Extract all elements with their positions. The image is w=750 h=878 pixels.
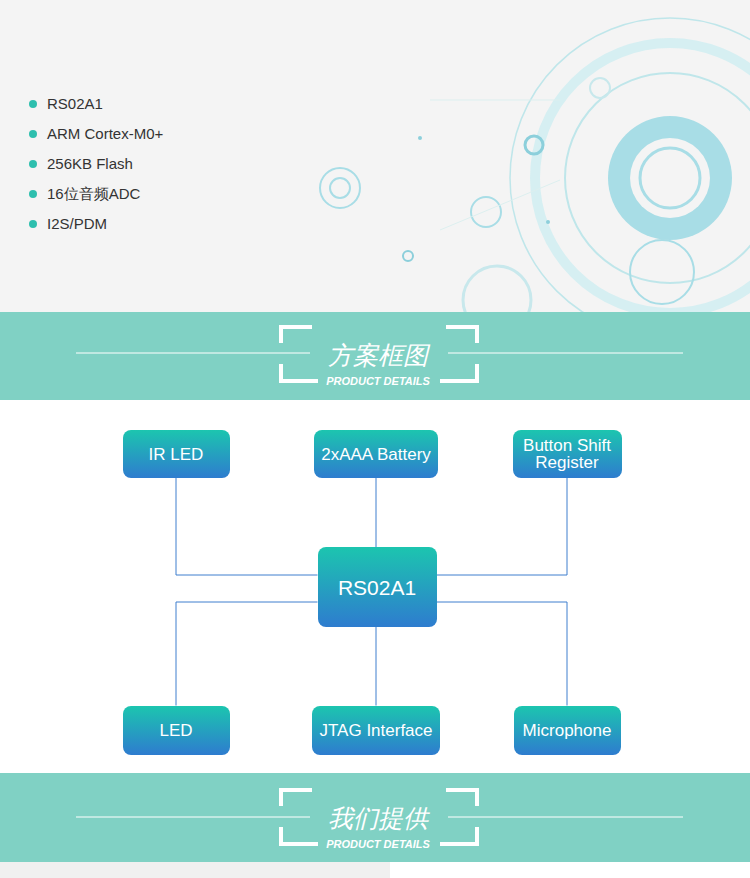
bottom-ground xyxy=(0,862,390,878)
connector xyxy=(437,602,568,706)
connector xyxy=(437,478,568,575)
component-box: JTAG Interface xyxy=(312,706,440,755)
heading-subtitle: PRODUCT DETAILS xyxy=(322,838,434,851)
component-box: 2xAAA Battery xyxy=(314,430,438,478)
component-box: Microphone xyxy=(514,706,621,755)
heading-band xyxy=(0,773,750,862)
component-box: IR LED xyxy=(123,430,230,478)
connector xyxy=(176,478,318,575)
box-label: RS02A1 xyxy=(338,577,416,598)
component-box: LED xyxy=(123,706,230,755)
heading-brackets xyxy=(76,327,683,844)
box-label: 2xAAA Battery xyxy=(321,446,431,463)
connector xyxy=(376,478,377,547)
connector xyxy=(176,602,318,706)
feature-item: 16位音频ADC xyxy=(47,185,140,203)
section-heading: 我们提供 xyxy=(328,803,428,833)
feature-item: RS02A1 xyxy=(47,95,103,113)
component-box: Button Shift Register xyxy=(513,430,622,478)
heading-band xyxy=(0,312,750,400)
box-label: Button Shift Register xyxy=(519,437,616,471)
box-label: Microphone xyxy=(523,722,612,739)
connector xyxy=(376,627,377,706)
bullet-dots xyxy=(29,100,37,228)
mcu-box: RS02A1 xyxy=(318,547,437,627)
heading-subtitle: PRODUCT DETAILS xyxy=(322,375,434,388)
feature-item: ARM Cortex-M0+ xyxy=(47,125,163,143)
box-label: LED xyxy=(159,722,192,739)
gear-illustration xyxy=(320,18,750,338)
box-label: JTAG Interface xyxy=(319,722,432,739)
box-label: IR LED xyxy=(149,446,204,463)
feature-item: I2S/PDM xyxy=(47,215,107,233)
feature-item: 256KB Flash xyxy=(47,155,133,173)
section-heading: 方案框图 xyxy=(328,340,428,370)
